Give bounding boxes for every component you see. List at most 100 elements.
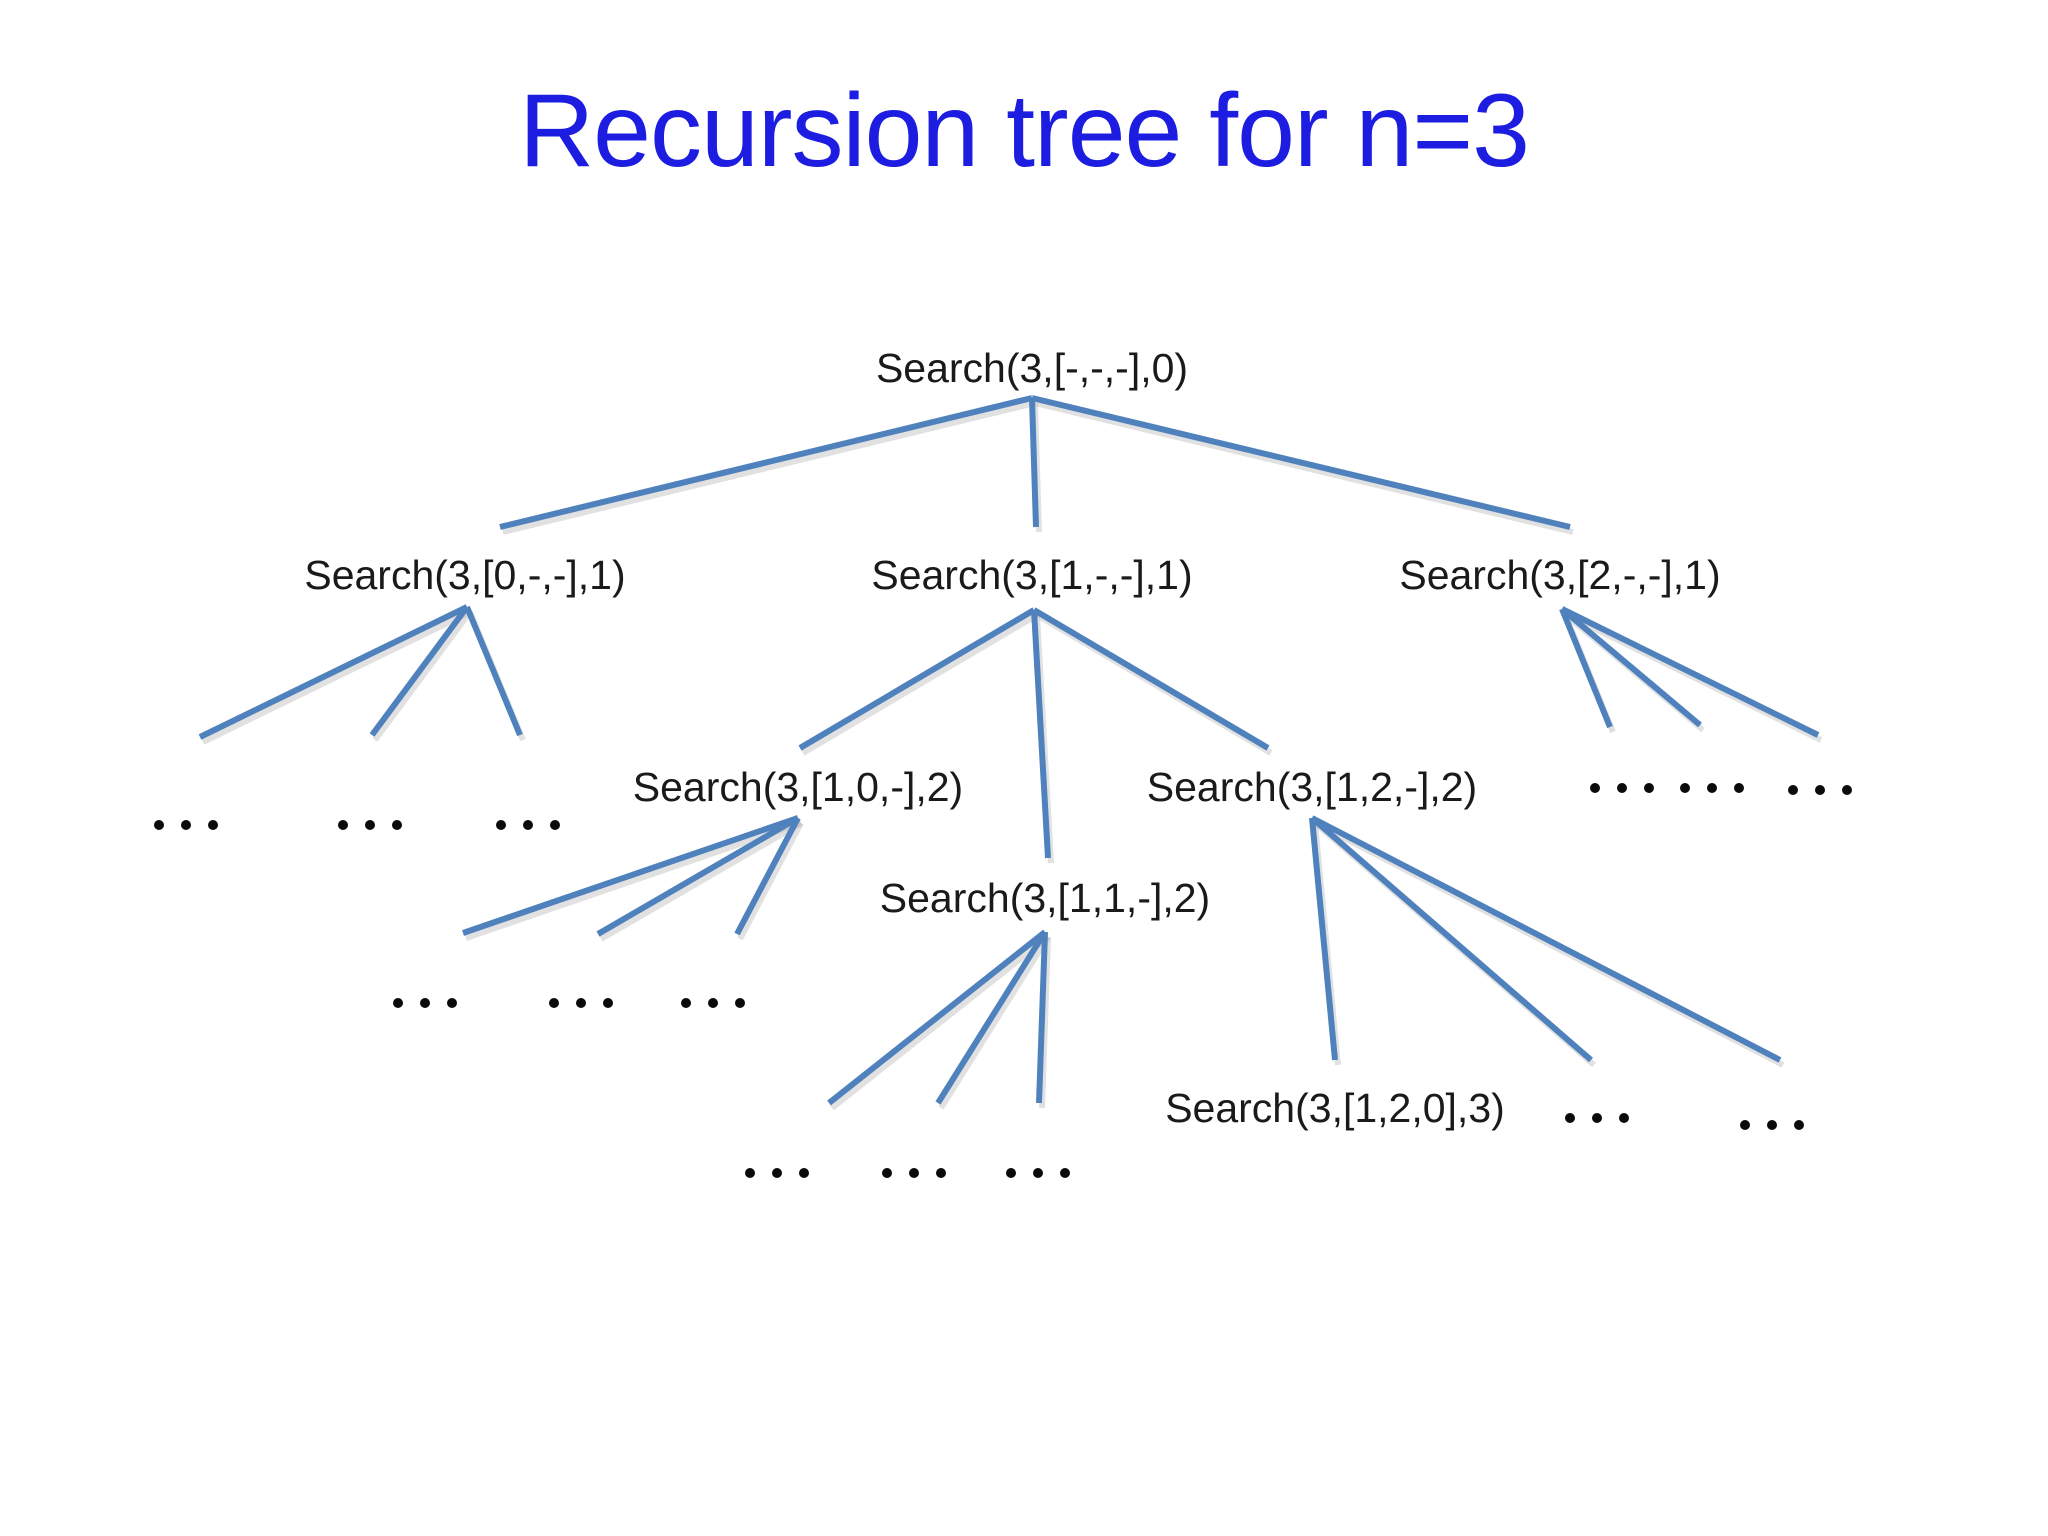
ellipsis-dot — [365, 820, 375, 830]
ellipsis-group-n11-ellipsis-3 — [1006, 1168, 1070, 1178]
ellipsis-dot — [181, 820, 191, 830]
ellipsis-dot — [1734, 783, 1744, 793]
tree-node-n1: Search(3,[1,-,-],1) — [871, 552, 1192, 598]
ellipsis-group-n12-ellipsis-3 — [1740, 1120, 1804, 1130]
ellipsis-dot — [1767, 1120, 1777, 1130]
ellipsis-group-n2-ellipsis-2 — [1680, 783, 1744, 793]
ellipsis-dot — [576, 998, 586, 1008]
ellipsis-group-n10-ellipsis-3 — [681, 998, 745, 1008]
edge-n10-to-child-1 — [462, 815, 799, 936]
edge-shadow-n10-to-child-1 — [465, 820, 802, 941]
edge-shadow-root-to-n0 — [502, 400, 1036, 535]
edge-shadow-n11-to-child-3 — [1039, 936, 1051, 1109]
edge-root-to-n2 — [1031, 395, 1571, 530]
ellipsis-dot — [393, 998, 403, 1008]
ellipsis-dot — [208, 820, 218, 830]
ellipsis-dot — [550, 820, 560, 830]
ellipsis-dot — [1033, 1168, 1043, 1178]
ellipsis-dot — [1617, 783, 1627, 793]
ellipsis-dot — [1842, 785, 1852, 795]
edge-shadow-n2-to-child-3 — [1563, 611, 1823, 743]
ellipsis-group-n11-ellipsis-2 — [882, 1168, 946, 1178]
edge-shadow-n11-to-child-1 — [830, 934, 1050, 1111]
ellipsis-dot — [1060, 1168, 1070, 1178]
ellipsis-dot — [1788, 785, 1798, 795]
tree-node-n11: Search(3,[1,1,-],2) — [880, 875, 1210, 921]
edge-n12-to-child-2 — [1310, 815, 1593, 1063]
edge-root-to-n1 — [1029, 397, 1039, 528]
ellipsis-dot — [447, 998, 457, 1008]
ellipsis-dot — [549, 998, 559, 1008]
ellipsis-dot — [882, 1168, 892, 1178]
ellipsis-group-n11-ellipsis-1 — [745, 1168, 809, 1178]
ellipsis-dot — [392, 820, 402, 830]
ellipsis-group-n2-ellipsis-1 — [1590, 783, 1654, 793]
edge-n10-to-child-2 — [596, 815, 800, 937]
tree-node-root: Search(3,[-,-,-],0) — [876, 345, 1188, 391]
ellipsis-dot — [1565, 1113, 1575, 1123]
edge-shadow-n1-to-n10 — [801, 612, 1039, 756]
ellipsis-dot — [1815, 785, 1825, 795]
slide-title: Recursion tree for n=3 — [519, 73, 1530, 189]
edge-n0-to-child-3 — [464, 605, 523, 737]
edge-n2-to-child-3 — [1560, 606, 1820, 738]
ellipsis-dot — [1644, 783, 1654, 793]
tree-node-n0: Search(3,[0,-,-],1) — [304, 552, 625, 598]
edge-n1-to-n11 — [1031, 609, 1051, 859]
ellipsis-dot — [1006, 1168, 1016, 1178]
ellipsis-dot — [1619, 1113, 1629, 1123]
edge-n12-to-child-3 — [1310, 815, 1782, 1063]
ellipsis-dot — [1592, 1113, 1602, 1123]
ellipsis-dot — [909, 1168, 919, 1178]
ellipsis-dot — [772, 1168, 782, 1178]
ellipsis-group-n0-ellipsis-1 — [154, 820, 218, 830]
tree-node-n12: Search(3,[1,2,-],2) — [1147, 764, 1477, 810]
ellipsis-dot — [1794, 1120, 1804, 1130]
ellipsis-group-n0-ellipsis-3 — [496, 820, 560, 830]
edge-n10-to-child-3 — [734, 816, 801, 936]
tree-node-n2: Search(3,[2,-,-],1) — [1399, 552, 1720, 598]
edge-n2-to-child-1 — [1559, 607, 1613, 729]
tree-node-n120: Search(3,[1,2,0],3) — [1165, 1085, 1505, 1131]
ellipsis-dot — [496, 820, 506, 830]
ellipsis-dot — [681, 998, 691, 1008]
edge-shadow-n0-to-child-2 — [372, 610, 473, 742]
ellipsis-dot — [1740, 1120, 1750, 1130]
ellipsis-group-n0-ellipsis-2 — [338, 820, 402, 830]
ellipsis-dot — [1707, 783, 1717, 793]
ellipsis-group-n10-ellipsis-1 — [393, 998, 457, 1008]
edge-n2-to-child-2 — [1560, 606, 1702, 728]
ellipsis-group-n10-ellipsis-2 — [549, 998, 613, 1008]
ellipsis-dot — [420, 998, 430, 1008]
edge-shadow-n0-to-child-1 — [201, 609, 472, 745]
edge-shadow-n11-to-child-2 — [938, 935, 1051, 1110]
edge-n0-to-child-1 — [198, 604, 469, 740]
ellipsis-dot — [523, 820, 533, 830]
edge-shadow-root-to-n2 — [1034, 400, 1574, 535]
edge-root-to-n0 — [499, 395, 1033, 530]
ellipsis-group-n12-ellipsis-2 — [1565, 1113, 1629, 1123]
edge-n0-to-child-2 — [369, 605, 470, 737]
ellipsis-dot — [745, 1168, 755, 1178]
edge-n11-to-child-1 — [827, 929, 1047, 1106]
ellipsis-dot — [936, 1168, 946, 1178]
edge-n11-to-child-3 — [1036, 931, 1048, 1104]
tree-node-n10: Search(3,[1,0,-],2) — [633, 764, 963, 810]
ellipsis-dot — [708, 998, 718, 1008]
edge-n1-to-n12 — [1032, 607, 1270, 751]
ellipsis-dot — [338, 820, 348, 830]
edge-shadow-n10-to-child-3 — [737, 821, 804, 941]
ellipsis-group-n2-ellipsis-3 — [1788, 785, 1852, 795]
ellipsis-dot — [735, 998, 745, 1008]
ellipsis-dot — [799, 1168, 809, 1178]
edge-n11-to-child-2 — [935, 930, 1048, 1105]
edge-shadow-n12-to-child-3 — [1313, 820, 1785, 1068]
edge-n12-to-n120 — [1309, 817, 1338, 1061]
edge-n1-to-n10 — [798, 607, 1036, 751]
edge-shadow-n10-to-child-2 — [599, 820, 803, 942]
ellipsis-dot — [1590, 783, 1600, 793]
ellipsis-dot — [1680, 783, 1690, 793]
ellipsis-dot — [154, 820, 164, 830]
